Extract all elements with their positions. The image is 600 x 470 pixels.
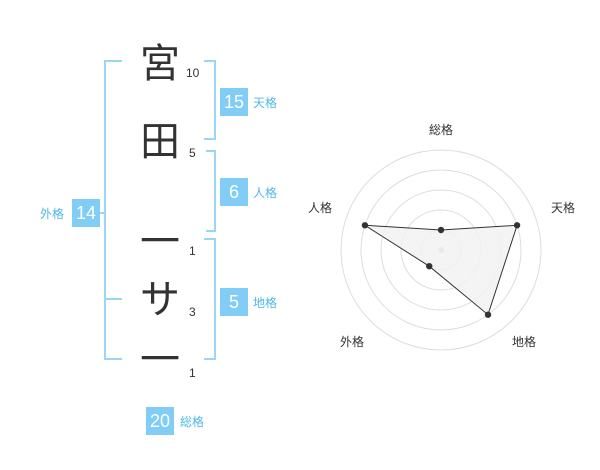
stroke-count-2: 5 bbox=[189, 146, 196, 160]
gaikaku-value-badge: 14 bbox=[72, 199, 100, 227]
gaikaku-bracket-vertical bbox=[104, 60, 106, 360]
radar-grid-ring bbox=[420, 229, 462, 271]
radar-point-1 bbox=[437, 226, 445, 234]
tenkaku-bracket-vertical bbox=[214, 60, 216, 140]
name-char-3: 一 bbox=[140, 219, 180, 265]
jinkaku-label: 人格 bbox=[253, 186, 278, 200]
radar-label-tenkaku: 天格 bbox=[551, 200, 575, 215]
tenkaku-bracket-bottom bbox=[204, 138, 216, 140]
stroke-count-5: 1 bbox=[189, 366, 196, 380]
stroke-count-3: 1 bbox=[189, 244, 196, 258]
radar-points bbox=[361, 222, 521, 318]
soukaku-label: 総格 bbox=[180, 415, 205, 429]
gaikaku-bracket-top bbox=[104, 60, 122, 62]
radar-point-5 bbox=[361, 222, 369, 229]
chikaku-value-badge: 5 bbox=[220, 288, 248, 316]
jinkaku-bracket-top bbox=[206, 150, 216, 152]
radar-grid-ring bbox=[360, 169, 522, 331]
radar-label-gaikaku: 外格 bbox=[340, 334, 364, 349]
radar-label-chikaku: 地格 bbox=[512, 334, 536, 349]
radar-grid-ring bbox=[380, 189, 502, 311]
tenkaku-bracket-top bbox=[204, 60, 216, 62]
name-char-2: 田 bbox=[140, 119, 180, 165]
chikaku-bracket-top bbox=[204, 238, 216, 240]
radar-point-3 bbox=[484, 311, 492, 318]
gaikaku-label: 外格 bbox=[40, 207, 65, 221]
radar-labels: 総格 天格 地格 外格 人格 bbox=[308, 122, 575, 349]
radar-grid-ring bbox=[400, 209, 482, 291]
radar-point-4 bbox=[426, 262, 433, 270]
name-char-5: 一 bbox=[140, 337, 180, 383]
name-char-4: サ bbox=[140, 277, 180, 323]
chikaku-bracket-bottom bbox=[204, 358, 216, 360]
name-char-1: 宮 bbox=[140, 41, 180, 87]
radar-label-soukaku: 総格 bbox=[429, 122, 453, 137]
jinkaku-value-badge: 6 bbox=[220, 178, 248, 206]
jinkaku-bracket-bottom bbox=[206, 230, 216, 232]
radar-area bbox=[364, 224, 518, 316]
soukaku-value-badge: 20 bbox=[146, 407, 174, 435]
tenkaku-value-badge: 15 bbox=[220, 88, 248, 116]
radar-grid bbox=[340, 149, 542, 351]
radar-grid-ring bbox=[340, 149, 542, 351]
chikaku-bracket-vertical bbox=[214, 238, 216, 360]
gaikaku-connector bbox=[100, 212, 106, 214]
stroke-count-4: 3 bbox=[189, 305, 196, 319]
jinkaku-bracket-vertical bbox=[214, 150, 216, 232]
chikaku-label: 地格 bbox=[253, 296, 278, 310]
radar-point-2 bbox=[513, 222, 521, 229]
radar-center-dot bbox=[438, 247, 444, 253]
stroke-count-1: 10 bbox=[186, 66, 200, 80]
radar-label-jinkaku: 人格 bbox=[308, 200, 332, 215]
tenkaku-label: 天格 bbox=[253, 96, 278, 110]
gaikaku-bracket-bottom bbox=[104, 358, 122, 360]
gaikaku-bracket-mid bbox=[104, 298, 122, 300]
